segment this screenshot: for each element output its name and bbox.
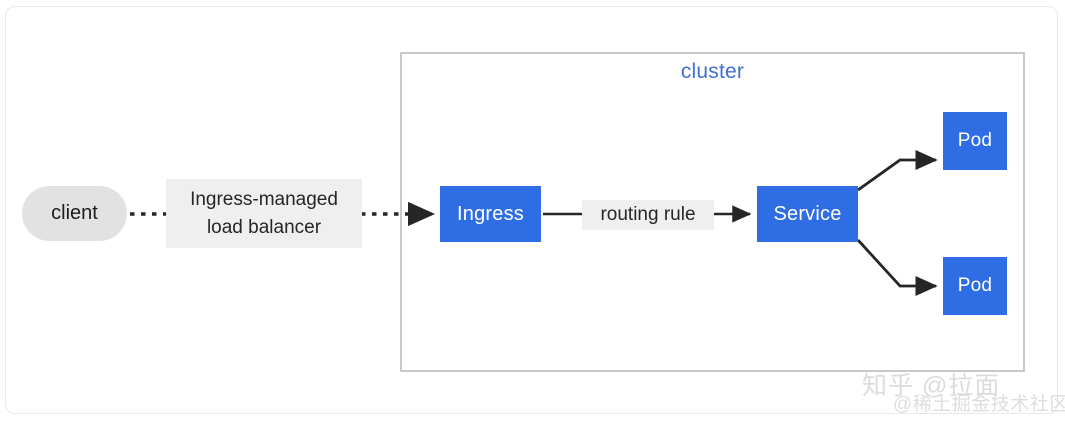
cluster-boundary	[400, 52, 1025, 372]
edge-label-load-balancer: Ingress-managed load balancer	[166, 179, 362, 248]
edge-label-load-balancer-line2: load balancer	[206, 216, 322, 238]
node-ingress[interactable]: Ingress	[440, 186, 541, 242]
node-service[interactable]: Service	[757, 186, 858, 242]
node-ingress-label: Ingress	[457, 202, 524, 225]
node-service-label: Service	[773, 202, 842, 225]
edge-label-routing-rule: routing rule	[582, 200, 714, 230]
node-pod-top-label: Pod	[957, 130, 993, 151]
node-pod-bottom-label: Pod	[957, 275, 993, 296]
edge-label-routing-rule-text: routing rule	[600, 204, 696, 226]
node-pod-top[interactable]: Pod	[943, 112, 1007, 170]
watermark-primary: 知乎 @拉面	[862, 372, 1001, 400]
cluster-label: cluster	[680, 60, 745, 83]
watermark-secondary: @稀土掘金技术社区	[893, 394, 1065, 415]
edge-label-load-balancer-line1: Ingress-managed	[190, 188, 338, 210]
node-client-label: client	[51, 202, 98, 224]
node-pod-bottom[interactable]: Pod	[943, 257, 1007, 315]
node-client[interactable]: client	[22, 186, 127, 241]
